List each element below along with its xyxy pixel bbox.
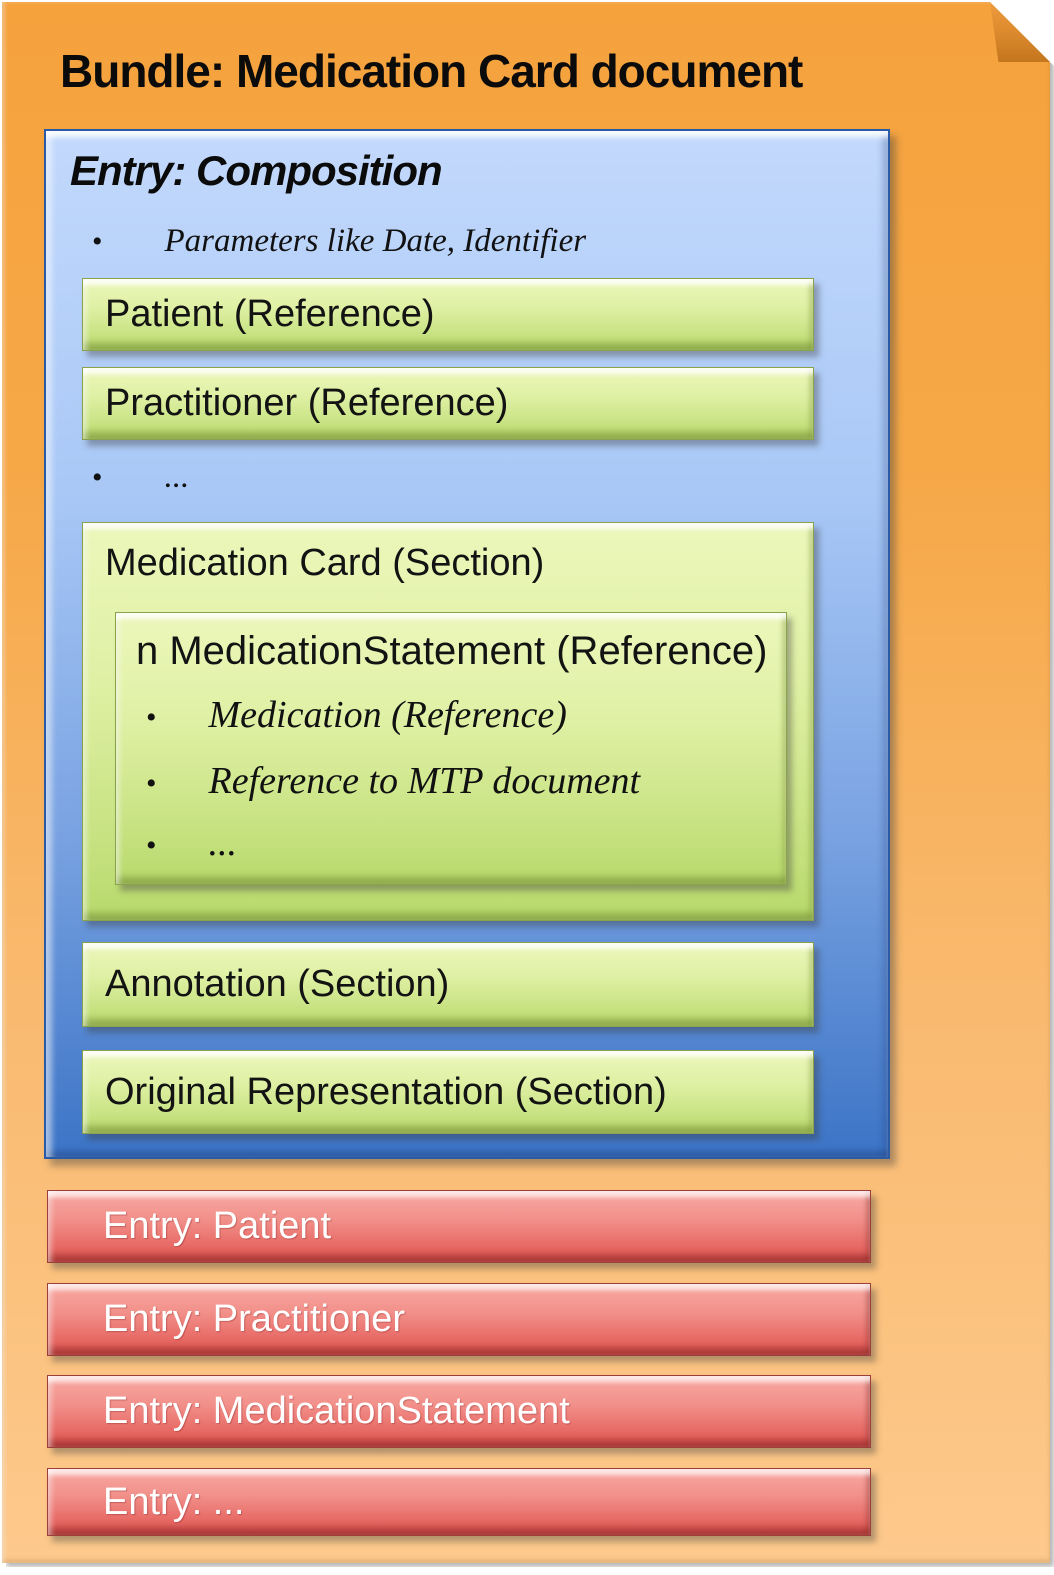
original-representation-section-label: Original Representation (Section): [105, 1070, 667, 1113]
medication-statement-title: n MedicationStatement (Reference): [136, 629, 768, 673]
bullet-icon: •: [92, 461, 103, 494]
page-title: Bundle: Medication Card document: [60, 45, 803, 97]
bullet-icon: •: [92, 225, 103, 258]
practitioner-reference-label: Practitioner (Reference): [105, 382, 509, 424]
composition-title: Entry: Composition: [70, 147, 442, 194]
entry-medicationstatement-label: Entry: MedicationStatement: [103, 1390, 570, 1432]
entry-ellipsis-label: Entry: ...: [103, 1480, 245, 1523]
composition-bullet-parameters: • Parameters like Date, Identifier: [92, 223, 586, 260]
entry-practitioner-label: Entry: Practitioner: [103, 1298, 405, 1340]
bullet-text: ...: [164, 459, 190, 495]
entry-patient-label: Entry: Patient: [103, 1205, 332, 1247]
statement-bullet-ellipsis: • ...: [146, 821, 237, 865]
statement-bullet-mtp: • Reference to MTP document: [146, 759, 640, 803]
entry-patient-box: Entry: Patient: [47, 1190, 871, 1263]
bullet-icon: •: [146, 701, 157, 734]
bullet-text: Medication (Reference): [208, 694, 567, 736]
patient-reference-label: Patient (Reference): [105, 293, 435, 335]
entry-composition-box: Entry: Composition • Parameters like Dat…: [44, 129, 890, 1159]
composition-bullet-ellipsis: • ...: [92, 459, 189, 496]
patient-reference-box: Patient (Reference): [82, 278, 814, 351]
folded-corner: [990, 2, 1050, 62]
bullet-text: ...: [208, 822, 238, 864]
practitioner-reference-box: Practitioner (Reference): [82, 367, 814, 440]
annotation-section-label: Annotation (Section): [105, 963, 450, 1005]
original-representation-section-box: Original Representation (Section): [82, 1050, 814, 1134]
bullet-text: Parameters like Date, Identifier: [164, 223, 587, 259]
medication-card-section-box: Medication Card (Section) n MedicationSt…: [82, 522, 814, 921]
bullet-text: Reference to MTP document: [208, 760, 641, 802]
medication-statement-box: n MedicationStatement (Reference) • Medi…: [115, 612, 787, 885]
bullet-icon: •: [146, 767, 157, 800]
statement-bullet-medication: • Medication (Reference): [146, 693, 567, 737]
entry-practitioner-box: Entry: Practitioner: [47, 1283, 871, 1356]
annotation-section-box: Annotation (Section): [82, 942, 814, 1027]
medication-card-section-title: Medication Card (Section): [105, 542, 545, 584]
entry-ellipsis-box: Entry: ...: [47, 1468, 871, 1536]
entry-medicationstatement-box: Entry: MedicationStatement: [47, 1375, 871, 1448]
bullet-icon: •: [146, 829, 157, 862]
